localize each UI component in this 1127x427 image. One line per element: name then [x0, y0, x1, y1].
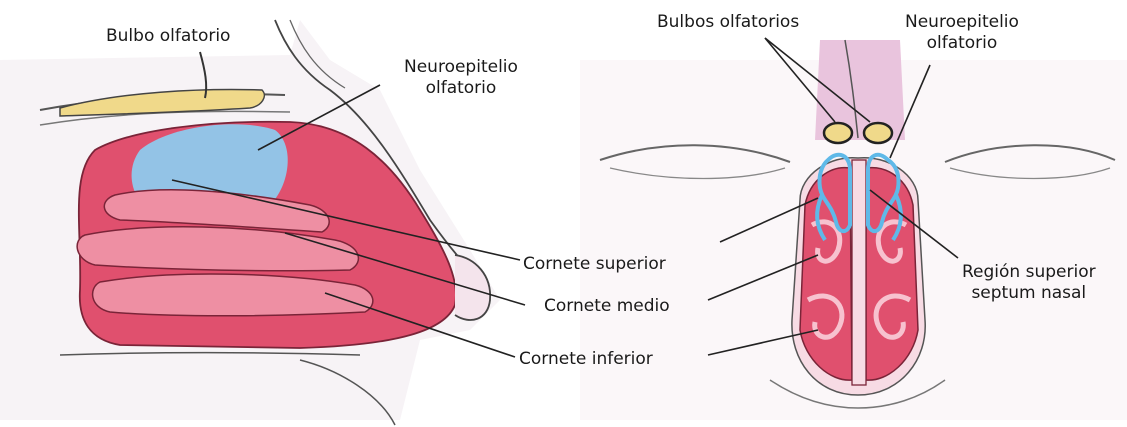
nasal-septum [852, 160, 866, 385]
neuro-right-line2: olfatorio [905, 33, 1019, 54]
label-neuroepitelio-right: Neuroepitelio olfatorio [905, 12, 1019, 54]
label-cornete-medio: Cornete medio [544, 296, 670, 317]
neuro-left-line1: Neuroepitelio [404, 57, 518, 78]
label-region-septum: Región superior septum nasal [962, 262, 1096, 304]
label-bulbo-olfatorio: Bulbo olfatorio [106, 26, 230, 47]
label-cornete-superior: Cornete superior [523, 254, 666, 275]
septum-line2: septum nasal [962, 283, 1096, 304]
olfactory-bulb-right [864, 123, 892, 143]
frontal-section [580, 38, 1127, 420]
neuro-right-line1: Neuroepitelio [905, 12, 1019, 33]
septum-line1: Región superior [962, 262, 1096, 283]
label-bulbos-olfatorios: Bulbos olfatorios [657, 12, 799, 33]
neuro-left-line2: olfatorio [404, 78, 518, 99]
olfactory-bulb-left [824, 123, 852, 143]
nostril-shape [455, 255, 490, 320]
label-cornete-inferior: Cornete inferior [519, 349, 653, 370]
label-neuroepitelio-left: Neuroepitelio olfatorio [404, 57, 518, 99]
